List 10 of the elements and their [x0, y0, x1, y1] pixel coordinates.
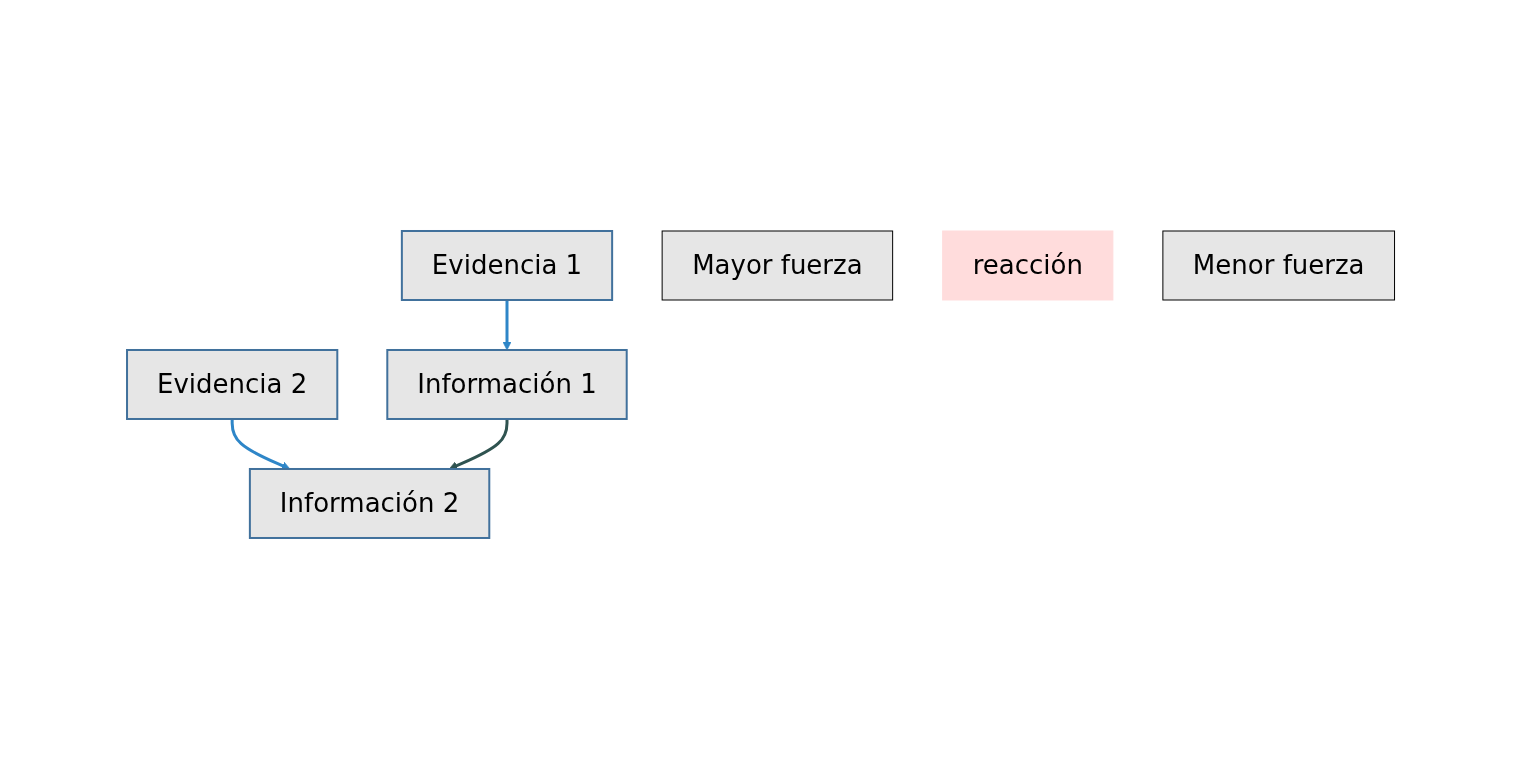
node-box: Menor fuerza — [1162, 230, 1396, 300]
node-box: Evidencia 2 — [126, 348, 339, 420]
arrow — [449, 418, 509, 470]
node-box: Información 1 — [386, 348, 628, 420]
node-box: reacción — [942, 230, 1114, 300]
node-box: Información 2 — [249, 467, 491, 539]
arrow — [502, 299, 512, 350]
arrow — [230, 418, 291, 470]
node-box: Evidencia 1 — [401, 229, 614, 301]
node-box: Mayor fuerza — [661, 230, 894, 300]
